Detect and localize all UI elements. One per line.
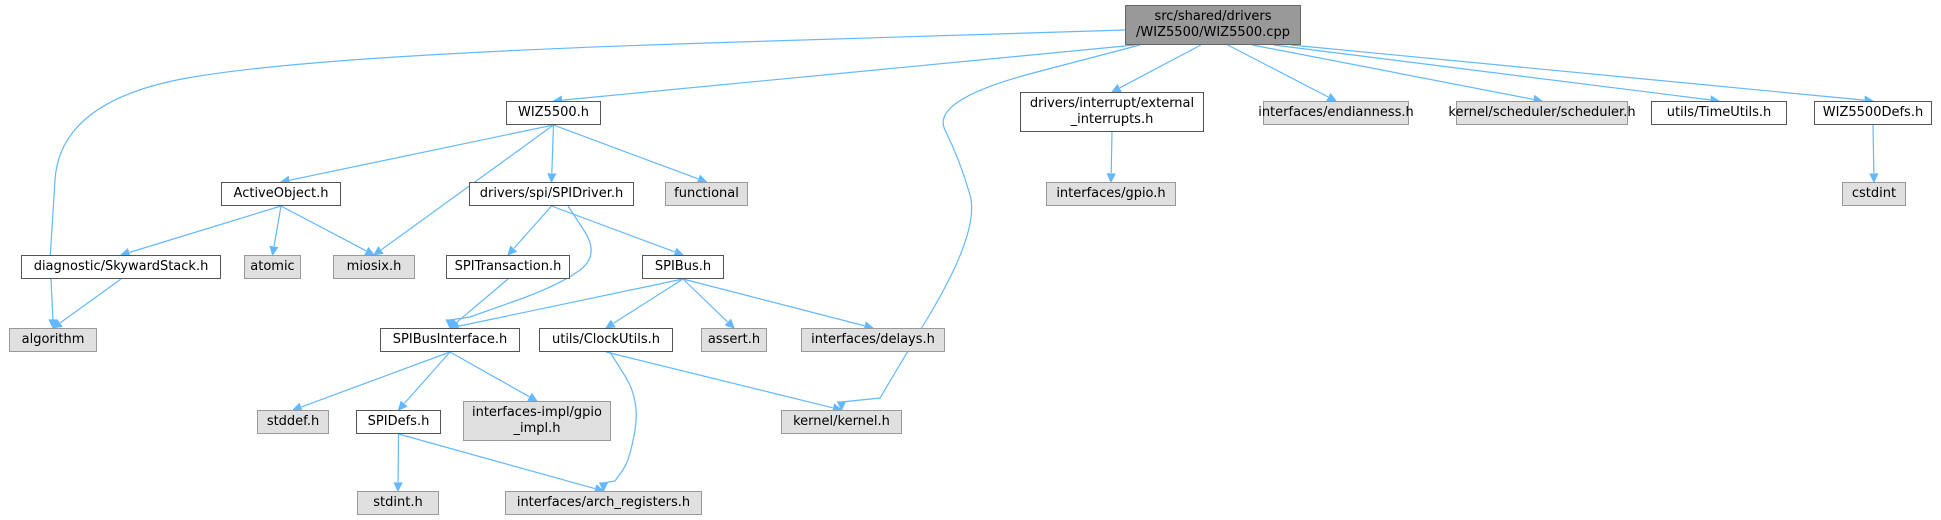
node-miosix: miosix.h bbox=[333, 255, 415, 279]
node-wizdefs[interactable]: WIZ5500Defs.h bbox=[1814, 101, 1932, 125]
edge-activeobj-to-atomic bbox=[273, 205, 282, 247]
node-spibus[interactable]: SPIBus.h bbox=[642, 255, 724, 279]
arrowhead-root-to-endian bbox=[1326, 92, 1338, 102]
node-archreg: interfaces/arch_registers.h bbox=[505, 491, 702, 515]
arrowhead-root-to-extint bbox=[1110, 83, 1122, 93]
arrowhead-activeobj-to-atomic bbox=[269, 245, 279, 257]
node-sched: kernel/scheduler/scheduler.h bbox=[1448, 101, 1636, 125]
node-functional: functional bbox=[665, 182, 748, 206]
edge-spibus-to-clockutils bbox=[613, 278, 684, 324]
node-root: src/shared/drivers /WIZ5500/WIZ5500.cpp bbox=[1125, 5, 1301, 45]
edge-root-to-extint bbox=[1119, 44, 1202, 89]
node-spibusif[interactable]: SPIBusInterface.h bbox=[380, 328, 520, 352]
node-delays: interfaces/delays.h bbox=[801, 328, 945, 352]
arrowhead-wiz5500h-to-miosix bbox=[373, 246, 384, 256]
node-algorithm: algorithm bbox=[9, 328, 97, 352]
node-stdint: stdint.h bbox=[357, 491, 439, 515]
edge-activeobj-to-skyward bbox=[129, 205, 282, 253]
node-spidriver[interactable]: drivers/spi/SPIDriver.h bbox=[469, 182, 634, 206]
edge-wiz5500h-to-miosix bbox=[380, 124, 554, 251]
arrowhead-extint-to-gpio bbox=[1106, 173, 1116, 184]
edge-root-to-wizdefs bbox=[1290, 44, 1865, 101]
arrowhead-wiz5500h-to-spidriver bbox=[547, 173, 557, 184]
node-cstdint: cstdint bbox=[1842, 182, 1906, 206]
node-skyward[interactable]: diagnostic/SkywardStack.h bbox=[21, 255, 221, 279]
node-assert: assert.h bbox=[701, 328, 767, 352]
arrowhead-root-to-kernel bbox=[836, 401, 847, 412]
edge-spidefs-to-archreg bbox=[398, 433, 595, 490]
node-stddef: stddef.h bbox=[257, 410, 329, 434]
edge-spibusif-to-stddef bbox=[301, 351, 451, 408]
arrowhead-spibus-to-clockutils bbox=[605, 319, 616, 329]
node-wiz5500h[interactable]: WIZ5500.h bbox=[506, 101, 601, 125]
arrowhead-spibusif-to-spidefs bbox=[397, 400, 408, 411]
edge-spidriver-to-spibusif bbox=[449, 205, 592, 321]
arrowhead-wizdefs-to-cstdint bbox=[1869, 173, 1879, 184]
node-endian: interfaces/endianness.h bbox=[1258, 101, 1414, 125]
edge-extint-to-gpio bbox=[1110, 131, 1113, 174]
edge-spibusif-to-spidefs bbox=[404, 351, 451, 404]
edge-wizdefs-to-cstdint bbox=[1872, 124, 1875, 174]
node-atomic: atomic bbox=[244, 255, 301, 279]
node-spidefs[interactable]: SPIDefs.h bbox=[356, 410, 441, 434]
node-gpioimpl: interfaces-impl/gpio _impl.h bbox=[463, 401, 611, 441]
node-gpio: interfaces/gpio.h bbox=[1046, 182, 1176, 206]
edge-wiz5500h-to-activeobj bbox=[289, 124, 554, 181]
edge-spidriver-to-spibus bbox=[551, 205, 675, 253]
edge-spibus-to-assert bbox=[682, 278, 728, 323]
edge-spibusif-to-gpioimpl bbox=[449, 351, 530, 398]
arrowhead-spidriver-to-spitrans bbox=[507, 245, 518, 256]
edge-root-to-wiz5500h bbox=[562, 44, 1136, 101]
edge-wiz5500h-to-spidriver bbox=[551, 124, 555, 174]
edge-root-to-endian bbox=[1227, 44, 1329, 98]
node-clockutils[interactable]: utils/ClockUtils.h bbox=[539, 328, 673, 352]
edge-clockutils-to-kernel bbox=[605, 351, 833, 409]
node-timeutils[interactable]: utils/TimeUtils.h bbox=[1651, 101, 1787, 125]
node-spitrans[interactable]: SPITransaction.h bbox=[446, 255, 570, 279]
arrowhead-activeobj-to-miosix bbox=[364, 246, 376, 256]
node-extint[interactable]: drivers/interrupt/external _interrupts.h bbox=[1020, 92, 1204, 132]
arrowhead-skyward-to-algorithm bbox=[52, 319, 63, 329]
arrowhead-spibusif-to-gpioimpl bbox=[527, 392, 539, 402]
edge-root-to-algorithm bbox=[49, 29, 1126, 321]
edge-spitrans-to-spibusif bbox=[456, 278, 509, 323]
edge-root-to-timeutils bbox=[1273, 44, 1711, 101]
arrowhead-clockutils-to-archreg bbox=[598, 482, 609, 493]
arrowhead-spidefs-to-stdint bbox=[393, 482, 403, 493]
edge-spibus-to-spibusif bbox=[458, 278, 684, 327]
edge-skyward-to-algorithm bbox=[59, 278, 122, 324]
edge-clockutils-to-archreg bbox=[603, 351, 637, 484]
edge-spidriver-to-spitrans bbox=[513, 205, 552, 249]
node-kernel: kernel/kernel.h bbox=[781, 410, 902, 434]
edge-root-to-sched bbox=[1252, 44, 1534, 100]
node-activeobj[interactable]: ActiveObject.h bbox=[221, 182, 341, 206]
edge-activeobj-to-miosix bbox=[280, 205, 367, 252]
edge-wiz5500h-to-functional bbox=[553, 124, 699, 180]
arrowhead-spibus-to-assert bbox=[724, 318, 735, 329]
edge-spibus-to-delays bbox=[682, 278, 865, 327]
